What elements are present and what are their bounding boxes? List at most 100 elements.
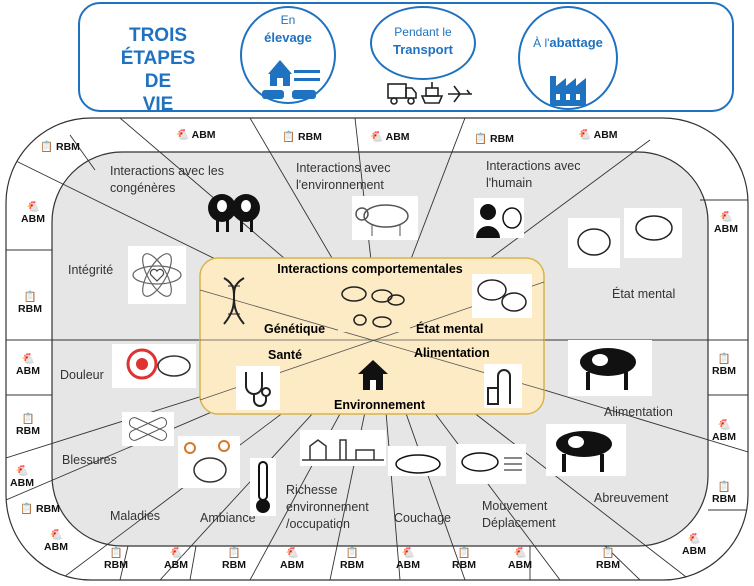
tag-abm: 🐔 ABM [370,131,410,143]
stethoscope-icon [236,366,280,410]
label-ambiance: Ambiance [200,511,256,525]
thermometer-icon [250,458,276,516]
chicken-icon: 🐔 [513,547,527,559]
tag-rbm: 📋RBM [104,547,128,571]
label-mouvement: Mouvement Déplacement [482,499,556,530]
center-interactions: Interactions comportementales [277,262,463,276]
chicken-icon: 🐔 [370,131,384,143]
stage-transport [370,6,476,80]
chicken-icon: 🐔 [169,547,183,559]
label-richesse: Richesse environnement /occupation [286,483,369,531]
label-alimentation: Alimentation [604,405,673,419]
clipboard-icon: 📋 [717,481,731,493]
ship-icon [420,82,444,104]
bull-icon [352,196,418,240]
tag-abm: 🐔ABM [682,533,706,557]
tag-rbm: 📋RBM [18,291,42,315]
clipboard-icon: 📋 [282,131,296,143]
tag-rbm: 📋RBM [340,547,364,571]
barn-icon [262,60,320,99]
clipboard-icon: 📋 [40,141,54,153]
chicken-icon: 🐔 [49,529,63,541]
tag-abm: 🐔ABM [508,547,532,571]
tag-abm: 🐔 ABM [176,129,216,141]
farm-landscape-icon [300,430,386,466]
clipboard-icon: 📋 [20,503,34,515]
label-humain: Interactions avec l'humain [486,159,581,190]
transport-icons [387,82,472,105]
chicken-icon: 🐔 [578,129,592,141]
tag-abm: 🐔 ABM [578,129,618,141]
center-environnement: Environnement [334,398,425,412]
truck-icon [387,83,417,105]
farmer-icon [474,198,524,238]
thought-bubbles-icon [472,274,532,318]
cow-lying-icon [388,446,446,476]
tag-rbm: 📋RBM [712,353,736,377]
bandage-icon [122,412,174,446]
label-environnement: Interactions avec l'environnement [296,161,391,192]
clipboard-icon: 📋 [345,547,359,559]
tag-abm: 🐔ABM [280,547,304,571]
label-abreuvement: Abreuvement [594,491,669,505]
dna-icon [223,277,245,325]
tag-abm: 🐔ABM [10,465,34,489]
label-douleur: Douleur [60,368,104,382]
tag-rbm: 📋RBM [712,481,736,505]
cow-drinking-icon [546,424,626,476]
clipboard-icon: 📋 [457,547,471,559]
tag-rbm: 📋RBM [16,413,40,437]
sheep-icon [208,194,260,232]
tag-abm: 🐔ABM [16,353,40,377]
tag-abm: 🐔ABM [164,547,188,571]
chicken-icon: 🐔 [401,547,415,559]
clipboard-icon: 📋 [717,353,731,365]
label-couchage: Couchage [394,511,451,525]
tag-rbm: 📋 RBM [40,141,80,153]
cow-eating-icon [568,340,652,396]
house-icon [358,360,388,390]
tag-abm: 🐔ABM [21,201,45,225]
chicken-icon: 🐔 [26,201,40,213]
factory-icon [550,76,586,106]
tag-abm: 🐔ABM [396,547,420,571]
tag-abm: 🐔ABM [714,211,738,235]
tag-abm: 🐔ABM [712,419,736,443]
tag-rbm: 📋 RBM [474,133,514,145]
header-title: TROIS ÉTAPES DE VIE [120,25,196,115]
clipboard-icon: 📋 [474,133,488,145]
tag-rbm: 📋RBM [452,547,476,571]
chicken-icon: 🐔 [687,533,701,545]
label-blessures: Blessures [62,453,117,467]
label-congeneres: Interactions avec les congénères [110,164,224,195]
tag-abm: 🐔ABM [44,529,68,553]
stage-abattage-label: À l'abattage [533,35,603,50]
label-integrite: Intégrité [68,263,114,277]
tag-rbm: 📋 RBM [282,131,322,143]
chicken-icon: 🐔 [719,211,733,223]
label-etat-mental: État mental [612,287,676,301]
chicken-icon: 🐔 [717,419,731,431]
clipboard-icon: 📋 [109,547,123,559]
center-sante: Santé [268,348,303,362]
center-genetique: Génétique [264,322,326,336]
pain-cow-icon [112,344,196,388]
animals-icon [338,282,410,332]
chicken-icon: 🐔 [21,353,35,365]
plane-icon [448,85,472,103]
tag-rbm: 📋RBM [596,547,620,571]
chicken-icon: 🐔 [285,547,299,559]
chicken-icon: 🐔 [15,465,29,477]
cow-walking-icon [456,444,526,484]
silo-icon [484,364,522,408]
chicken-icon: 🐔 [176,129,190,141]
stage-elevage [240,6,336,104]
tag-rbm: 📋RBM [222,547,246,571]
atom-heart-icon [128,246,186,304]
sick-cow-icon [178,436,240,488]
label-maladies: Maladies [110,509,161,523]
center-etat-mental: État mental [416,322,484,336]
clipboard-icon: 📋 [601,547,615,559]
